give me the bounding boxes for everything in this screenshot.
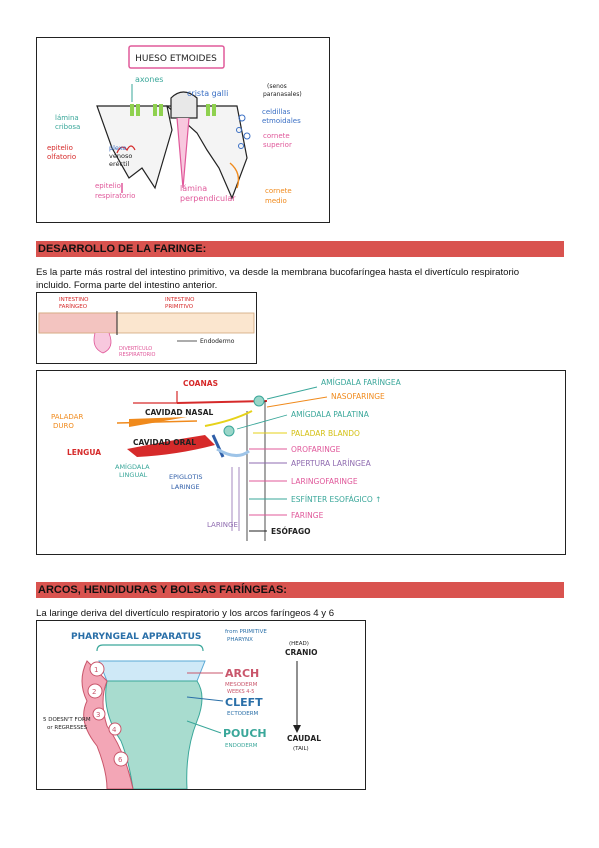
apparatus-cleft: CLEFT xyxy=(225,696,263,709)
label-amigdala-palatina: AMÍGDALA PALATINA xyxy=(291,410,370,419)
apparatus-caudal: CAUDAL xyxy=(287,734,321,743)
label-celdillas2: etmoidales xyxy=(262,117,301,125)
label-orofaringe: OROFARINGE xyxy=(291,445,341,454)
label-paladar-duro2: DURO xyxy=(53,422,74,430)
label-esofago: ESÓFAGO xyxy=(271,527,311,536)
pharynx-figure: COANAS AMÍGDALA FARÍNGEA NASOFARINGE CAV… xyxy=(36,370,566,555)
label-cornete-sup2: superior xyxy=(263,141,292,149)
section-title-faringe: DESARROLLO DE LA FARINGE: xyxy=(36,241,564,257)
arch-number-3: 3 xyxy=(96,711,100,719)
label-cornete-medio: cornete xyxy=(265,187,292,195)
label-paladar-duro: PALADAR xyxy=(51,413,83,421)
apparatus-head: (HEAD) xyxy=(289,641,309,647)
section-title-arcos: ARCOS, HENDIDURAS Y BOLSAS FARÍNGEAS: xyxy=(36,582,564,598)
section2-paragraph: La laringe deriva del divertículo respir… xyxy=(36,608,335,619)
label-plexo2: venoso xyxy=(109,152,132,160)
apparatus-mesoderm: MESODERM xyxy=(225,682,258,688)
label-apertura: APERTURA LARÍNGEA xyxy=(291,459,372,468)
label-epitelio-olf2: olfatorio xyxy=(47,153,76,161)
label-cornete-sup: cornete xyxy=(263,132,290,140)
label-axones: axones xyxy=(135,75,163,84)
label-faringe: FARINGE xyxy=(291,511,324,520)
apparatus-primitive2: PHARYNX xyxy=(227,637,253,643)
intestine-right-label2: PRIMITIVO xyxy=(165,304,194,310)
arch-number-4: 4 xyxy=(112,726,117,734)
pharynx-drawing: COANAS AMÍGDALA FARÍNGEA NASOFARINGE CAV… xyxy=(51,378,402,541)
label-lamina-cribosa: lámina xyxy=(55,114,79,122)
apparatus-primitive: from PRIMITIVE xyxy=(225,629,267,635)
intestine-left-label: INTESTINO xyxy=(59,297,89,303)
arch-number-6: 6 xyxy=(118,756,123,764)
section1-paragraph-line1: Es la parte más rostral del intestino pr… xyxy=(36,267,520,278)
label-plexo3: eréctil xyxy=(109,160,129,168)
apparatus-figure: 1 2 3 4 6 PHARYNGEAL APPARATUS from PRIM… xyxy=(36,620,366,790)
label-cornete-medio2: medio xyxy=(265,197,287,205)
apparatus-endoderm: ENDODERM xyxy=(225,743,258,749)
label-celdillas: celdillas xyxy=(262,108,291,116)
intestine-diverticle: DIVERTÍCULO xyxy=(119,345,152,352)
label-lamina-cribosa2: cribosa xyxy=(55,123,80,131)
label-epitelio-resp: epitelio xyxy=(95,182,121,190)
apparatus-pouch: POUCH xyxy=(223,727,267,740)
label-cavidad-oral: CAVIDAD ORAL xyxy=(133,438,196,447)
apparatus-ectoderm: ECTODERM xyxy=(227,711,259,717)
apparatus-drawing: 1 2 3 4 6 PHARYNGEAL APPARATUS from PRIM… xyxy=(43,629,321,789)
apparatus-tail: (TAIL) xyxy=(293,746,309,752)
section1-paragraph-line2: incluido. Forma parte del intestino ante… xyxy=(36,280,218,291)
apparatus-title: PHARYNGEAL APPARATUS xyxy=(71,632,201,642)
label-paladar-blando: PALADAR BLANDO xyxy=(291,429,360,438)
label-amigdala-faringea: AMÍGDALA FARÍNGEA xyxy=(321,378,402,387)
label-laringe: LARINGE xyxy=(207,521,238,529)
label-epitelio-resp2: respiratorio xyxy=(95,192,135,200)
ethmoid-figure: HUESO ETMOIDES axones crista galli (seno… xyxy=(36,37,330,223)
intestine-diverticle2: RESPIRATORIO xyxy=(119,352,156,358)
apparatus-weeks: WEEKS 4-5 xyxy=(227,689,254,695)
label-lengua: LENGUA xyxy=(67,448,101,457)
label-coanas: COANAS xyxy=(183,379,218,388)
intestine-endoderm: Endodermo xyxy=(200,338,235,345)
label-nasofaringe: NASOFARINGE xyxy=(331,392,385,401)
intestine-figure: INTESTINO FARÍNGEO INTESTINO PRIMITIVO E… xyxy=(36,292,257,364)
intestine-drawing: INTESTINO FARÍNGEO INTESTINO PRIMITIVO E… xyxy=(38,297,255,358)
label-epiglotis: EPIGLOTIS xyxy=(169,473,203,481)
label-senos2: paranasales) xyxy=(263,91,302,98)
arch-number-1: 1 xyxy=(94,666,98,674)
label-epiglotis2: LARINGE xyxy=(171,483,200,491)
arch-number-2: 2 xyxy=(92,688,96,696)
apparatus-note: 5 DOESN'T FORM xyxy=(43,717,91,723)
label-esfinter: ESFÍNTER ESOFÁGICO ↑ xyxy=(291,495,381,504)
apparatus-cranio: CRANIO xyxy=(285,648,318,657)
label-lamina-perp2: perpendicular xyxy=(180,194,236,203)
label-amigdala-lingual: AMÍGDALA xyxy=(115,462,150,471)
apparatus-note2: or REGRESSES xyxy=(47,725,88,731)
label-senos: (senos xyxy=(267,83,287,90)
label-amigdala-lingual2: LINGUAL xyxy=(119,471,148,479)
ethmoid-drawing: HUESO ETMOIDES axones crista galli (seno… xyxy=(47,45,302,205)
ethmoid-title: HUESO ETMOIDES xyxy=(135,54,217,64)
apparatus-arch: ARCH xyxy=(225,667,259,680)
label-crista: crista galli xyxy=(187,89,228,98)
label-epitelio-olf: epitelio xyxy=(47,144,73,152)
intestine-right-label: INTESTINO xyxy=(165,297,195,303)
label-laringofaringe: LARINGOFARINGE xyxy=(291,477,358,486)
label-cavidad-nasal: CAVIDAD NASAL xyxy=(145,408,214,417)
intestine-left-label2: FARÍNGEO xyxy=(59,303,88,310)
label-plexo: plexo xyxy=(109,144,126,152)
label-lamina-perp: lámina xyxy=(180,184,207,193)
